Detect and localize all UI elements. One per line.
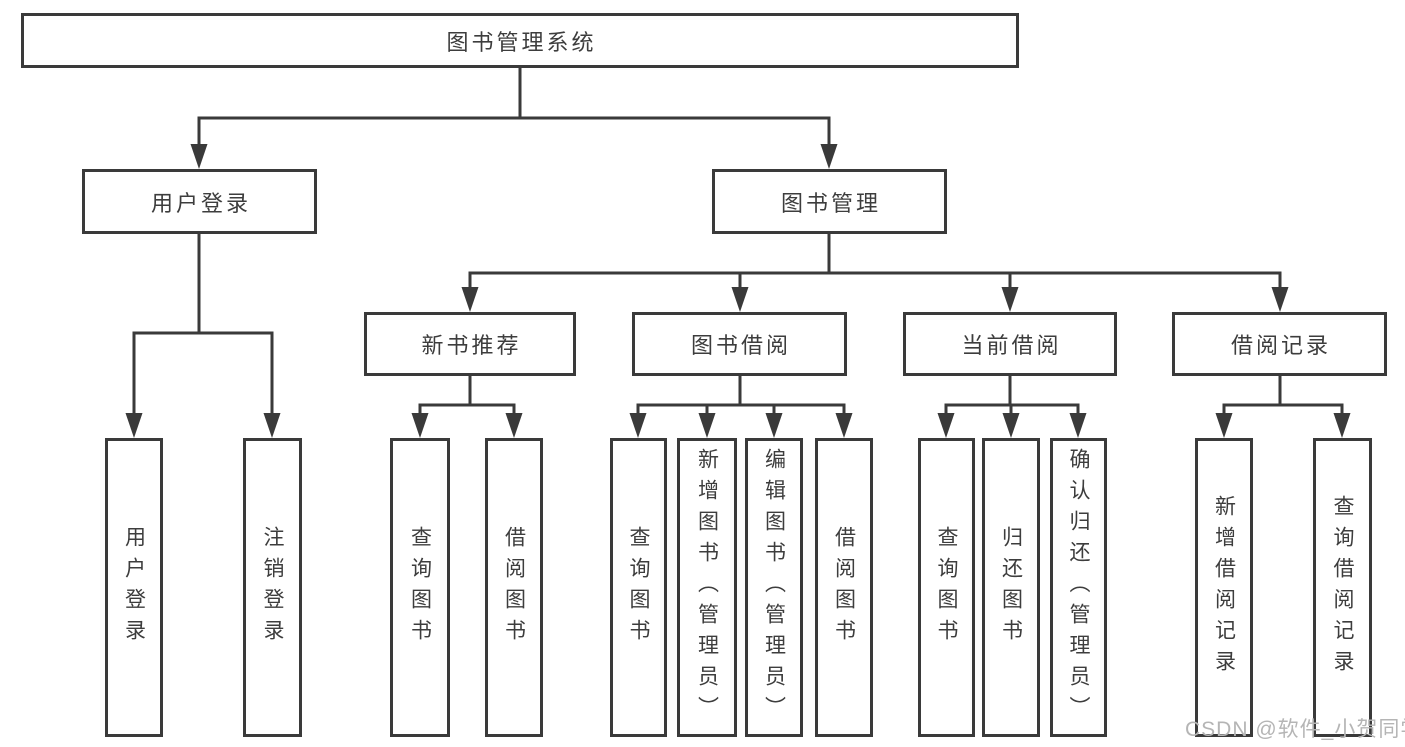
node-current-borrow: 当前借阅 (903, 312, 1117, 376)
node-user-login: 用户登录 (82, 169, 317, 234)
node-book-borrow: 图书借阅 (632, 312, 847, 376)
leaf-label: 用户登录 (122, 525, 146, 650)
node-leaf-bb-borrow-books: 借阅图书 (815, 438, 873, 737)
leaf-label: 归还图书 (999, 525, 1023, 650)
leaf-label: 编辑图书（管理员） (762, 448, 786, 727)
leaf-label: 新增图书（管理员） (695, 448, 719, 727)
node-leaf-bb-add-books-admin: 新增图书（管理员） (677, 438, 737, 737)
node-leaf-nb-query-books: 查询图书 (390, 438, 450, 737)
node-borrow-records: 借阅记录 (1172, 312, 1387, 376)
node-leaf-bb-query-books: 查询图书 (610, 438, 667, 737)
node-book-management: 图书管理 (712, 169, 947, 234)
leaf-label: 新增借阅记录 (1212, 494, 1236, 681)
leaf-label: 借阅图书 (502, 525, 526, 650)
leaf-label: 查询图书 (627, 525, 650, 650)
node-new-book-recommend: 新书推荐 (364, 312, 576, 376)
csdn-watermark: CSDN @软件_小贺同学 (1185, 718, 1405, 741)
node-leaf-nb-borrow-books: 借阅图书 (485, 438, 543, 737)
node-leaf-br-query-record: 查询借阅记录 (1313, 438, 1372, 737)
leaf-label: 借阅图书 (832, 525, 856, 650)
leaf-label: 查询图书 (935, 525, 958, 650)
node-leaf-logout: 注销登录 (243, 438, 302, 737)
node-root: 图书管理系统 (21, 13, 1019, 68)
node-leaf-bb-edit-books-admin: 编辑图书（管理员） (745, 438, 803, 737)
node-leaf-user-login: 用户登录 (105, 438, 163, 737)
node-leaf-cb-confirm-return-admin: 确认归还（管理员） (1050, 438, 1107, 737)
node-leaf-cb-return-books: 归还图书 (982, 438, 1040, 737)
leaf-label: 注销登录 (261, 525, 284, 650)
leaf-label: 查询借阅记录 (1331, 494, 1354, 681)
node-leaf-br-add-record: 新增借阅记录 (1195, 438, 1253, 737)
leaf-label: 查询图书 (408, 525, 432, 650)
leaf-label: 确认归还（管理员） (1067, 448, 1090, 727)
node-leaf-cb-query-books: 查询图书 (918, 438, 975, 737)
